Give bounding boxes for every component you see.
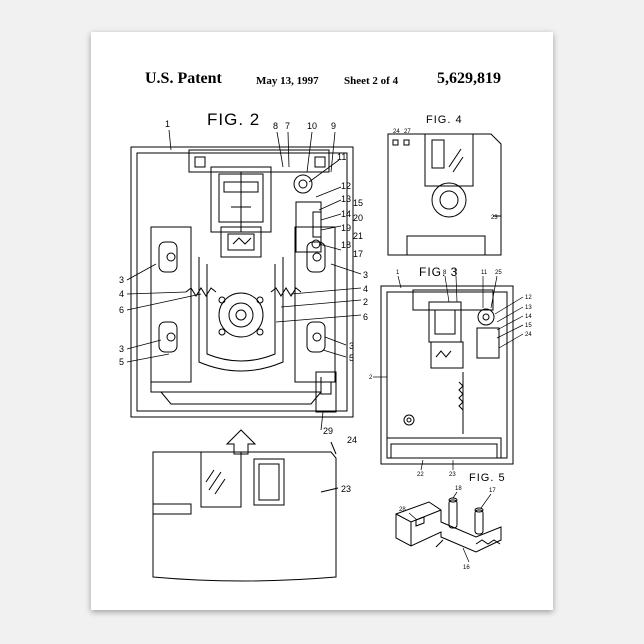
fig3-number: 22 — [417, 472, 424, 478]
fig2-number: 20 — [353, 213, 363, 223]
fig3-number: 1 — [396, 270, 400, 276]
fig2-number: 1 — [165, 119, 170, 129]
fig2-number: 5 — [119, 357, 124, 367]
fig2-number: 3 — [349, 341, 354, 351]
cartridge-number: 23 — [341, 484, 351, 494]
fig2-number: 18 — [341, 240, 351, 250]
fig3-drive-drawing — [381, 286, 513, 464]
fig2-number: 3 — [119, 344, 124, 354]
fig3-number: 24 — [525, 332, 532, 338]
fig2-number: 3 — [119, 275, 124, 285]
fig2-number: 29 — [323, 426, 333, 436]
fig2-number: 15 — [353, 198, 363, 208]
cartridge-number: 24 — [347, 435, 357, 445]
fig2-number: 9 — [331, 121, 336, 131]
fig3-number: 11 — [481, 270, 488, 276]
fig5-number: 17 — [489, 488, 496, 494]
fig2-number: 4 — [119, 289, 124, 299]
fig5-number: 28 — [399, 507, 406, 513]
fig2-number: 3 — [363, 270, 368, 280]
fig5-number: 16 — [463, 565, 470, 571]
fig3-number: 12 — [525, 295, 532, 301]
fig2-number: 6 — [363, 312, 368, 322]
fig4-number: 23 — [491, 215, 498, 221]
fig3-number: 14 — [525, 314, 532, 320]
fig2-number: 6 — [119, 305, 124, 315]
fig4-floppy-drawing — [388, 134, 501, 255]
fig2-number: 11 — [337, 152, 346, 162]
fig2-number: 8 — [273, 121, 278, 131]
fig2-number: 14 — [341, 209, 351, 219]
fig4-number: 27 — [404, 129, 411, 135]
patent-drawing: 1 8 7 10 9 11 12 13 15 14 20 19 21 18 17… — [91, 32, 553, 610]
fig2-number: 21 — [353, 231, 363, 241]
fig2-number: 12 — [341, 181, 351, 191]
fig3-number: 2 — [369, 375, 373, 381]
fig3-number: 23 — [449, 472, 456, 478]
fig5-bracket-drawing — [396, 498, 501, 552]
fig3-number: 8 — [443, 270, 447, 276]
fig4-number: 24 — [393, 129, 400, 135]
fig3-number: 13 — [525, 305, 532, 311]
fig2-number: 17 — [353, 249, 363, 259]
patent-poster: U.S. Patent May 13, 1997 Sheet 2 of 4 5,… — [91, 32, 553, 610]
fig2-number: 10 — [307, 121, 317, 131]
fig2-number: 7 — [285, 121, 290, 131]
fig2-number: 19 — [341, 223, 351, 233]
fig2-drive-drawing — [131, 147, 353, 454]
fig2-number: 2 — [363, 297, 368, 307]
fig3-number: 7 — [454, 270, 458, 276]
fig2-number: 5 — [349, 353, 354, 363]
fig2-cartridge-drawing — [153, 442, 338, 581]
fig2-number: 13 — [341, 194, 351, 204]
fig2-number: 4 — [363, 284, 368, 294]
fig3-number: 25 — [495, 270, 502, 276]
fig3-number: 15 — [525, 323, 532, 329]
fig5-number: 18 — [455, 486, 462, 492]
